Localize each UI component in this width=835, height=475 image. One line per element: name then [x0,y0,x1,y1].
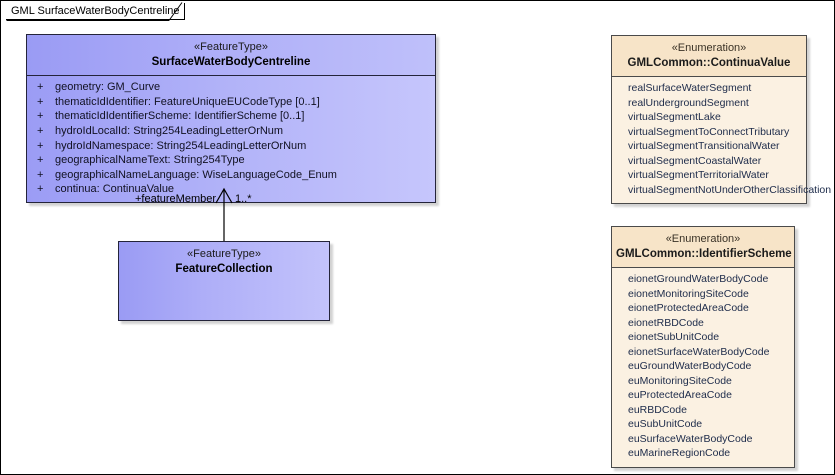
attribute-signature: continua: ContinuaValue [55,183,175,196]
enumeration-stereotype: «Enumeration» [671,42,747,54]
class-attribute-compartment: + geometry: GM_Curve + thematicIdIdentifier… [27,75,435,202]
class-attribute-row[interactable]: + geometry: GM_Curve [27,80,435,95]
class-stereotype: «FeatureType» [194,41,268,53]
enumeration-stereotype: «Enumeration» [665,233,741,245]
enumeration-box-identifierscheme[interactable]: «Enumeration» GMLCommon::IdentifierSchem… [611,226,795,468]
enumeration-literal[interactable]: euGroundWaterBodyCode [628,360,752,373]
enumeration-literal[interactable]: eionetProtectedAreaCode [628,302,749,315]
enumeration-header: «Enumeration» GMLCommon::ContinuaValue [612,36,806,77]
association-role-label: +featureMember [135,193,217,205]
enumeration-literal[interactable]: euRBDCode [628,403,687,416]
enumeration-literal[interactable]: eionetGroundWaterBodyCode [628,273,769,286]
featurecollection-stereotype: «FeatureType» [187,248,261,260]
attribute-visibility: + [37,154,44,167]
class-attribute-row[interactable]: + hydroIdNamespace: String254LeadingLette… [27,139,435,154]
attribute-signature: hydroIdLocalId: String254LeadingLetterOr… [55,124,284,137]
class-attribute-row[interactable]: + continua: ContinuaValue [27,182,435,197]
association-multiplicity-label: 1..* [235,193,252,205]
attribute-signature: hydroIdNamespace: String254LeadingLetter… [55,139,307,152]
enumeration-literal[interactable]: eionetMonitoringSiteCode [628,287,749,300]
class-attribute-row[interactable]: + geographicalNameLanguage: WiseLanguageC… [27,168,435,183]
class-attribute-row[interactable]: + thematicIdIdentifierScheme: IdentifierS… [27,109,435,124]
attribute-visibility: + [37,168,44,181]
attribute-visibility: + [37,139,44,152]
attribute-visibility: + [37,183,44,196]
attribute-signature: thematicIdIdentifierScheme: IdentifierSc… [55,110,305,123]
featurecollection-header: «FeatureType» FeatureCollection [119,242,329,282]
enumeration-literal[interactable]: euMarineRegionCode [628,447,731,460]
enumeration-literal[interactable]: virtualSegmentCoastalWater [628,154,762,167]
enumeration-literal[interactable]: euProtectedAreaCode [628,389,732,402]
class-attribute-row[interactable]: + geographicalNameText: String254Type [27,153,435,168]
attribute-visibility: + [37,81,44,94]
attribute-visibility: + [37,110,44,123]
attribute-signature: geographicalNameLanguage: WiseLanguageCo… [55,168,337,181]
enumeration-name: GMLCommon::IdentifierScheme [616,247,792,260]
enumeration-literal[interactable]: eionetSubUnitCode [628,331,720,344]
attribute-signature: thematicIdIdentifier: FeatureUniqueEUCod… [55,95,320,108]
enumeration-literal[interactable]: virtualSegmentTransitionalWater [628,140,780,153]
diagram-tab-label: GML SurfaceWaterBodyCentreline [11,5,180,17]
attribute-visibility: + [37,95,44,108]
enumeration-literal[interactable]: realSurfaceWaterSegment [628,82,752,95]
class-box-surfacewaterbodycentreline[interactable]: «FeatureType» SurfaceWaterBodyCentreline… [26,34,436,203]
class-attribute-row[interactable]: + hydroIdLocalId: String254LeadingLetterO… [27,124,435,139]
enumeration-box-continuavalue[interactable]: «Enumeration» GMLCommon::ContinuaValue r… [611,35,832,205]
diagram-tab-container[interactable]: GML SurfaceWaterBodyCentreline [1,1,191,21]
diagram-tab[interactable]: GML SurfaceWaterBodyCentreline [6,3,185,20]
enumeration-literal[interactable]: eionetRBDCode [628,316,704,329]
enumeration-literal[interactable]: eionetSurfaceWaterBodyCode [628,345,770,358]
attribute-signature: geometry: GM_Curve [55,81,161,94]
enumeration-name: GMLCommon::ContinuaValue [627,56,791,69]
enumeration-literal[interactable]: euMonitoringSiteCode [628,374,732,387]
attribute-visibility: + [37,124,44,137]
enumeration-literal[interactable]: virtualSegmentToConnectTributary [628,125,790,138]
enumeration-literal[interactable]: virtualSegmentNotUnderOtherClassificatio… [628,183,832,196]
attribute-signature: geographicalNameText: String254Type [55,154,245,167]
enumeration-literal[interactable]: euSubUnitCode [628,418,703,431]
enumeration-literal[interactable]: euSurfaceWaterBodyCode [628,432,753,445]
class-box-featurecollection[interactable]: «FeatureType» FeatureCollection [118,241,330,321]
enumeration-literal[interactable]: realUndergroundSegment [628,96,749,109]
class-name: SurfaceWaterBodyCentreline [151,55,311,68]
enumeration-literal[interactable]: virtualSegmentLake [628,111,721,124]
enumeration-literal[interactable]: virtualSegmentTerritorialWater [628,169,769,182]
class-header: «FeatureType» SurfaceWaterBodyCentreline [27,35,435,76]
featurecollection-name: FeatureCollection [175,262,273,275]
enumeration-header: «Enumeration» GMLCommon::IdentifierSchem… [612,227,794,268]
class-attribute-row[interactable]: + thematicIdIdentifier: FeatureUniqueEUCo… [27,95,435,110]
